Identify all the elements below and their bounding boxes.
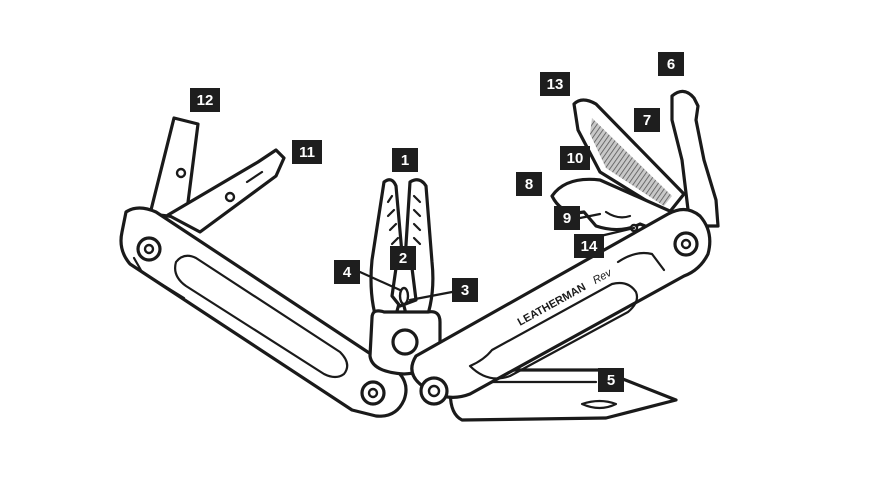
left-handle: [119, 116, 408, 418]
callout-6: 6: [658, 52, 684, 76]
callouts: 1 2 3 4 5 6 7 8: [190, 52, 684, 392]
file-texture: [590, 118, 672, 206]
callout-4: 4: [334, 260, 360, 284]
callout-number: 2: [399, 250, 407, 267]
phillips-screwdriver: [166, 148, 286, 234]
screwdriver-rivet: [175, 167, 187, 179]
callout-number: 5: [607, 372, 615, 389]
callout-5: 5: [598, 368, 624, 392]
callout-number: 10: [567, 150, 584, 167]
callout-13: 13: [540, 72, 570, 96]
callout-number: 1: [401, 152, 409, 169]
saw-tool: [670, 89, 720, 228]
callout-number: 9: [563, 210, 571, 227]
callout-8: 8: [516, 172, 542, 196]
callout-number: 7: [643, 112, 651, 129]
screwdriver-rivet: [224, 191, 236, 203]
left-handle-body: [119, 206, 408, 418]
callout-9: 9: [554, 206, 580, 230]
callout-number: 6: [667, 56, 675, 73]
right-handle-body: [410, 207, 712, 399]
plier-pivot: [391, 328, 419, 356]
right-handle: LEATHERMAN Rev: [410, 89, 720, 406]
callout-number: 14: [581, 238, 598, 255]
callout-number: 11: [299, 144, 315, 161]
callout-10: 10: [560, 146, 590, 170]
callout-number: 4: [343, 264, 352, 281]
callout-14: 14: [574, 234, 604, 258]
callout-12: 12: [190, 88, 220, 112]
callout-number: 13: [547, 76, 564, 93]
callout-number: 12: [197, 92, 214, 109]
callout-11: 11: [292, 140, 322, 164]
callout-1: 1: [392, 148, 418, 172]
callout-2: 2: [390, 246, 416, 270]
pliers-head: [368, 178, 442, 376]
callout-7: 7: [634, 108, 660, 132]
callout-3: 3: [452, 278, 478, 302]
callout-number: 3: [461, 282, 469, 299]
callout-number: 8: [525, 176, 533, 193]
